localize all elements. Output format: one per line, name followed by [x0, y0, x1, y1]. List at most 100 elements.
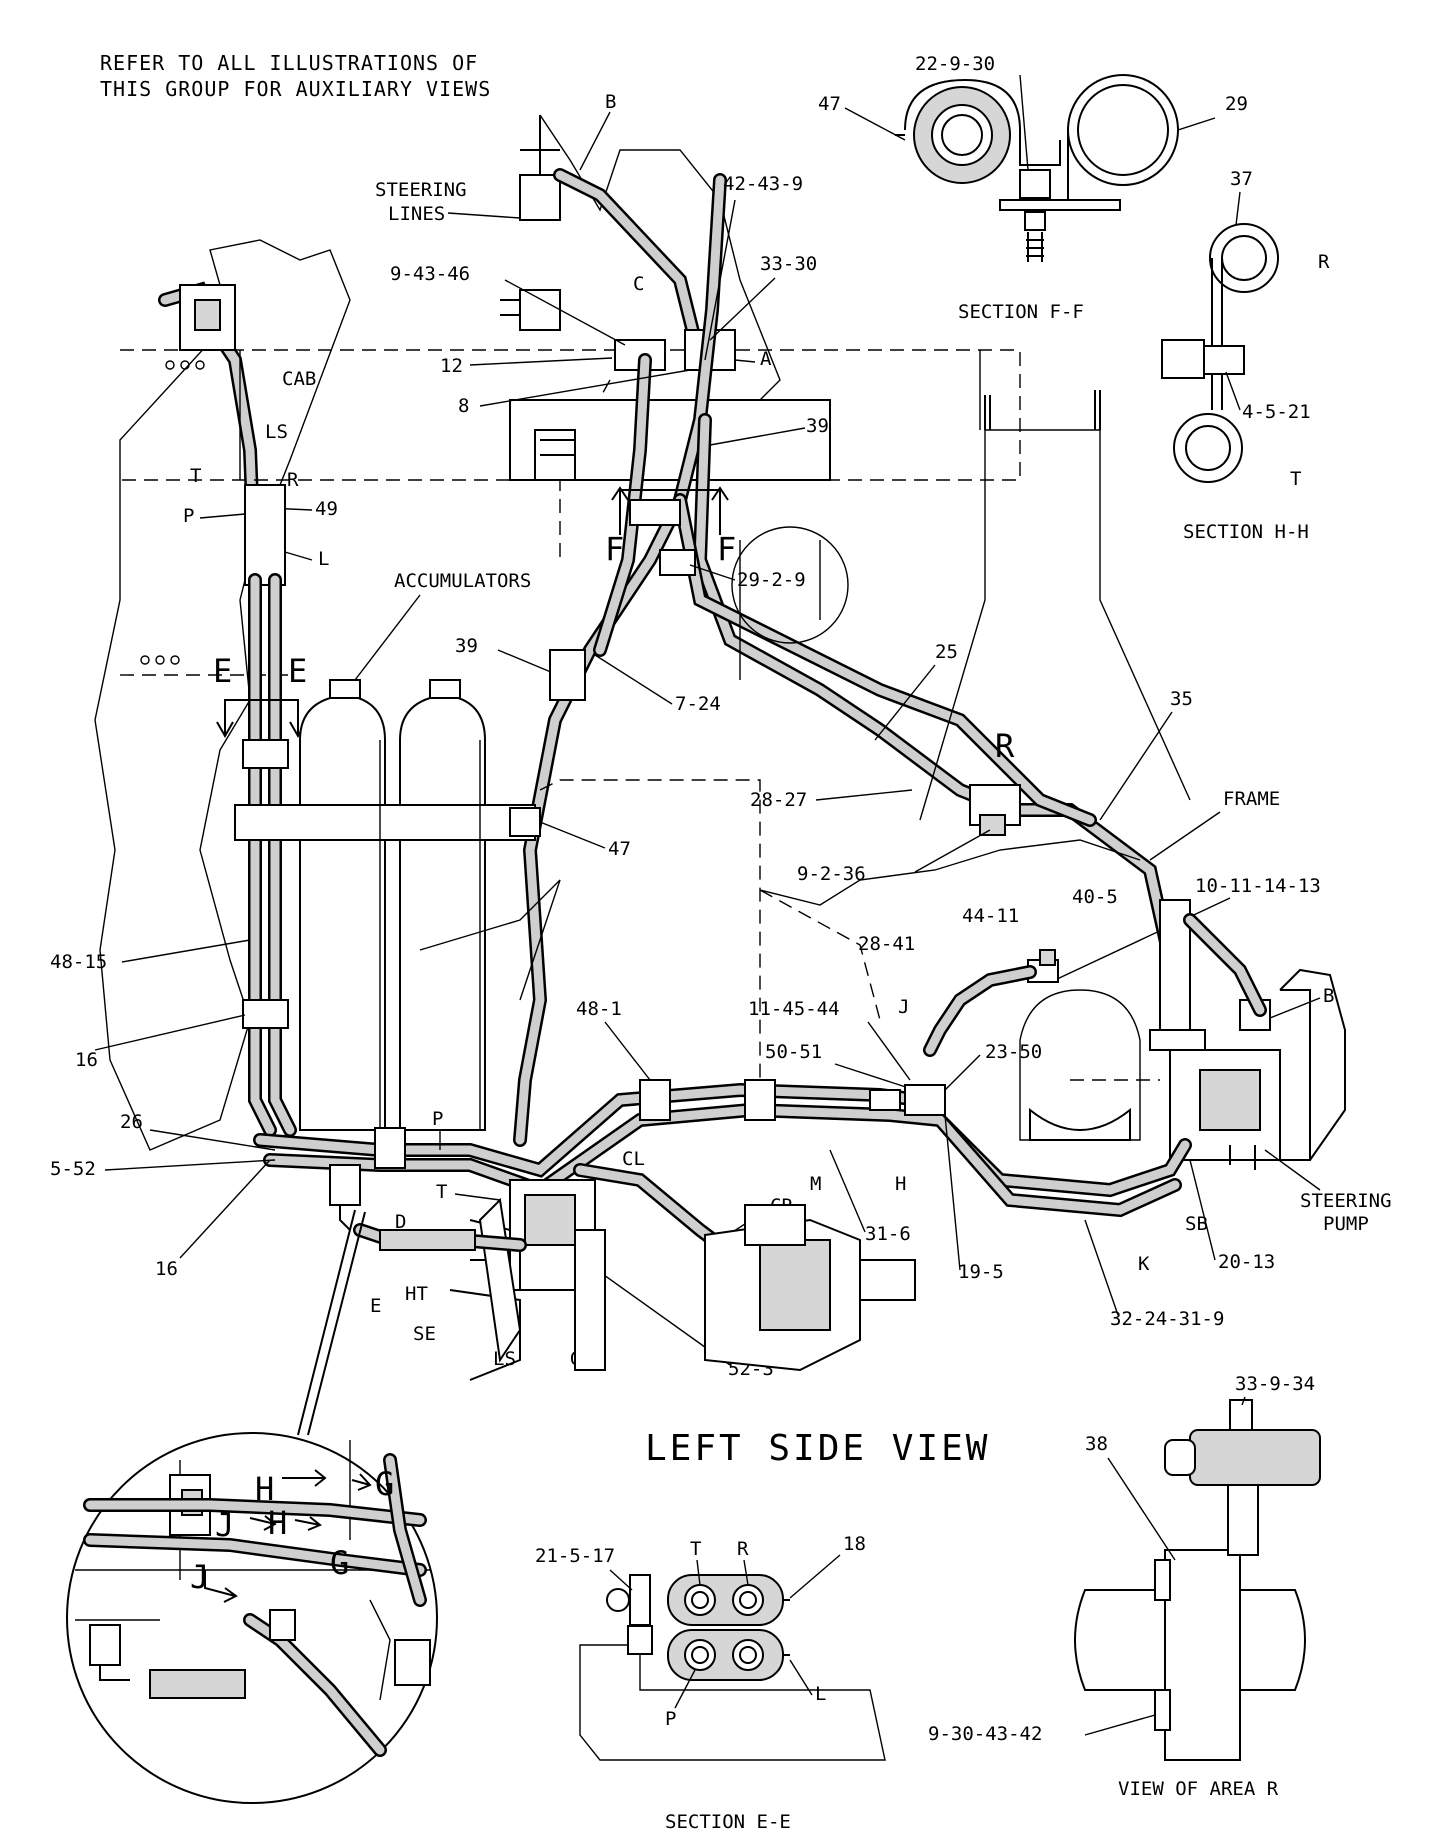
callout-t-cab: T — [190, 465, 201, 487]
callout-12: 12 — [440, 355, 463, 377]
callout-39-top: 39 — [806, 415, 829, 437]
callout-10-11-14-13: 10-11-14-13 — [1195, 875, 1321, 897]
area-r-drawing — [1074, 1399, 1321, 1761]
callout-p-main: P — [432, 1108, 443, 1130]
callout-l-cab: L — [318, 548, 329, 570]
section-ee-drawing — [579, 1574, 886, 1761]
callout-e: E — [370, 1295, 381, 1317]
callout-t-hh: T — [1290, 468, 1301, 490]
detail-marker-g2: G — [330, 1544, 349, 1582]
refer-note-line2: THIS GROUP FOR AUXILIARY VIEWS — [100, 77, 491, 101]
steering-lines-label-1: STEERING — [375, 179, 467, 201]
callout-p-ee: P — [665, 1708, 676, 1730]
section-ee-title: SECTION E-E — [665, 1811, 791, 1833]
callout-26: 26 — [120, 1111, 143, 1133]
callout-p-cab: P — [183, 505, 194, 527]
detail-circle — [66, 1432, 438, 1804]
callout-9-43-46: 9-43-46 — [390, 263, 470, 285]
callout-21-5-17: 21-5-17 — [535, 1545, 615, 1567]
accumulators-label: ACCUMULATORS — [394, 570, 531, 592]
callout-19-5: 19-5 — [958, 1261, 1004, 1283]
section-marker-e-right: E — [288, 652, 307, 690]
callout-29-2-9: 29-2-9 — [737, 569, 806, 591]
callout-m: M — [810, 1173, 821, 1195]
callout-39-mid: 39 — [455, 635, 478, 657]
callout-33-30: 33-30 — [760, 253, 817, 275]
callout-35: 35 — [1170, 688, 1193, 710]
callout-d: D — [395, 1211, 406, 1233]
accumulators-drawing — [234, 679, 541, 1131]
callout-b-pump: B — [1323, 985, 1334, 1007]
callout-44-11: 44-11 — [962, 905, 1019, 927]
callout-r-ee: R — [737, 1538, 749, 1560]
steering-lines-clamp — [519, 174, 561, 221]
callout-se: SE — [413, 1323, 436, 1345]
detail-marker-h2: H — [268, 1504, 287, 1542]
detail-marker-j1: J — [215, 1506, 234, 1544]
steering-pump-label-1: STEERING — [1300, 1190, 1392, 1212]
cab-outline — [94, 239, 351, 1151]
callout-4-5-21: 4-5-21 — [1242, 401, 1311, 423]
callout-33-9-34: 33-9-34 — [1235, 1373, 1315, 1395]
callout-47-ff: 47 — [818, 93, 841, 115]
callout-r-hh: R — [1318, 251, 1330, 273]
section-hh-title: SECTION H-H — [1183, 521, 1309, 543]
callout-25: 25 — [935, 641, 958, 663]
steering-pump-drawing — [1149, 899, 1346, 1170]
callout-cl: CL — [622, 1148, 645, 1170]
cab-manifold — [244, 484, 286, 586]
callout-a: A — [760, 348, 772, 370]
detail-marker-h1: H — [255, 1470, 274, 1508]
callout-ls-cab: LS — [265, 421, 288, 443]
callout-9-2-36: 9-2-36 — [797, 863, 866, 885]
section-hh-drawing — [1161, 223, 1279, 483]
area-marker-r: R — [995, 727, 1015, 765]
callout-32-24-31-9: 32-24-31-9 — [1110, 1308, 1224, 1330]
section-marker-e-left: E — [213, 652, 232, 690]
callout-5-52: 5-52 — [50, 1158, 96, 1180]
frame-label: FRAME — [1223, 788, 1280, 810]
callout-50-51: 50-51 — [765, 1041, 822, 1063]
callout-c: C — [633, 273, 644, 295]
callout-29-ff: 29 — [1225, 93, 1248, 115]
callout-r-cab: R — [287, 469, 299, 491]
callout-b-top: B — [605, 91, 616, 113]
section-ff-drawing — [895, 74, 1216, 262]
callout-20-13: 20-13 — [1218, 1251, 1275, 1273]
detail-marker-g1: G — [375, 1465, 394, 1503]
callout-7-24: 7-24 — [675, 693, 721, 715]
steering-lines-label-2: LINES — [388, 203, 445, 225]
callout-47-main: 47 — [608, 838, 631, 860]
callout-28-27: 28-27 — [750, 789, 807, 811]
callout-sb: SB — [1185, 1213, 1208, 1235]
main-view-title: LEFT SIDE VIEW — [645, 1428, 990, 1469]
callout-40-5: 40-5 — [1072, 886, 1118, 908]
section-marker-f-left: F — [605, 530, 624, 568]
callout-31-6: 31-6 — [865, 1223, 911, 1245]
refer-note-line1: REFER TO ALL ILLUSTRATIONS OF — [100, 51, 478, 75]
clamp-39 — [549, 649, 586, 701]
callout-48-15: 48-15 — [50, 951, 107, 973]
section-ff-title: SECTION F-F — [958, 301, 1084, 323]
callout-9-30-43-42: 9-30-43-42 — [928, 1723, 1042, 1745]
callout-38: 38 — [1085, 1433, 1108, 1455]
area-r-title: VIEW OF AREA R — [1118, 1778, 1279, 1800]
callout-j-main: J — [898, 996, 909, 1018]
callout-48-1: 48-1 — [576, 998, 622, 1020]
callout-49: 49 — [315, 498, 338, 520]
cab-label: CAB — [282, 368, 316, 390]
steering-pump-label-2: PUMP — [1323, 1213, 1369, 1235]
callout-16-lower: 16 — [155, 1258, 178, 1280]
callout-8: 8 — [458, 395, 469, 417]
callout-l-ee: L — [815, 1683, 826, 1705]
section-marker-f-right: F — [717, 530, 736, 568]
callout-11-45-44: 11-45-44 — [748, 998, 840, 1020]
callout-28-41: 28-41 — [858, 933, 915, 955]
callout-16-upper: 16 — [75, 1049, 98, 1071]
callout-42-43-9: 42-43-9 — [723, 173, 803, 195]
callout-37: 37 — [1230, 168, 1253, 190]
callout-k: K — [1138, 1253, 1150, 1275]
detail-marker-j2: J — [190, 1558, 209, 1596]
